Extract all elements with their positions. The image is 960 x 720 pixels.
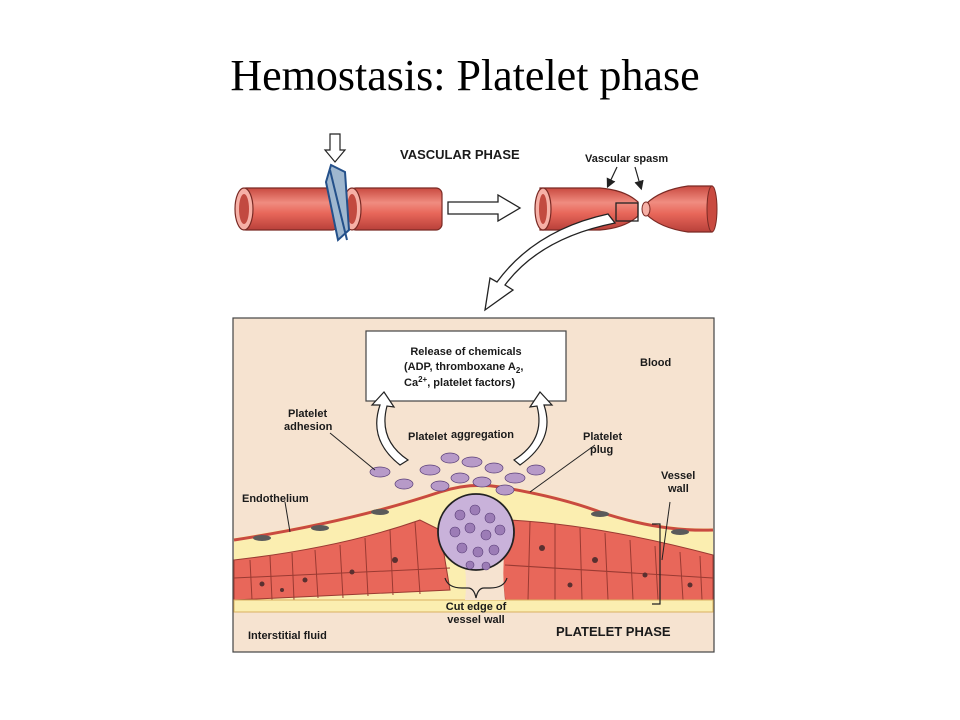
page-title: Hemostasis: Platelet phase bbox=[230, 51, 700, 100]
vascular-phase-label: VASCULAR PHASE bbox=[400, 147, 520, 162]
vascular-spasm-label: Vascular spasm bbox=[585, 153, 668, 165]
release-line-1: Release of chemicals bbox=[410, 346, 521, 358]
cut-edge-label-1: Cut edge of bbox=[446, 601, 507, 613]
cut-vessel-left bbox=[234, 187, 339, 231]
cut-edge-label-2: vessel wall bbox=[447, 614, 505, 626]
right-arrow-icon bbox=[447, 193, 522, 223]
interstitial-fluid-label: Interstitial fluid bbox=[248, 630, 327, 642]
constricted-vessel bbox=[534, 185, 718, 233]
down-arrow-icon bbox=[323, 133, 347, 163]
vessel-wall-label-2: wall bbox=[667, 483, 689, 495]
release-line-3: Ca2+, platelet factors) bbox=[404, 375, 516, 389]
platelet-adhesion-label-1: Platelet bbox=[288, 408, 327, 420]
cut-vessel-right bbox=[342, 187, 443, 231]
platelet-aggregation-label-1: Platelet bbox=[408, 431, 447, 443]
platelet-phase-label: PLATELET PHASE bbox=[556, 624, 671, 639]
platelet-plug-label-2: plug bbox=[590, 444, 613, 456]
platelet-adhesion-label-2: adhesion bbox=[284, 421, 333, 433]
platelet-plug-label-1: Platelet bbox=[583, 431, 622, 443]
platelet-aggregation-label-2: aggregation bbox=[451, 429, 514, 441]
vessel-wall-label-1: Vessel bbox=[661, 470, 695, 482]
curved-arrow-icon bbox=[484, 213, 617, 312]
release-line-2: (ADP, thromboxane A2, bbox=[404, 361, 523, 375]
blood-label: Blood bbox=[640, 357, 671, 369]
endothelium-label: Endothelium bbox=[242, 493, 309, 505]
platelet-phase-panel bbox=[232, 317, 715, 653]
